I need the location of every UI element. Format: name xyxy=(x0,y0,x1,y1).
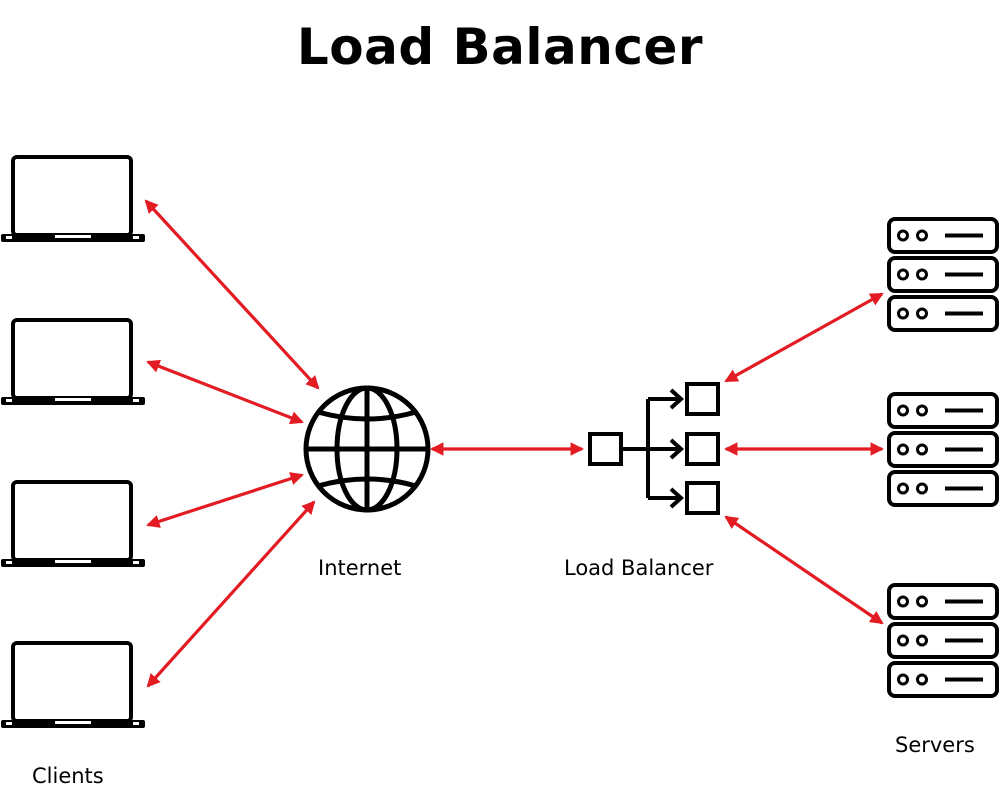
connection-arrows xyxy=(144,199,885,688)
arrow-client4-internet xyxy=(146,500,316,688)
laptop-icon xyxy=(0,155,146,244)
server-stack-icon xyxy=(887,392,999,507)
server-stack-icon xyxy=(887,583,999,698)
clients-group xyxy=(0,155,146,730)
laptop-icon xyxy=(0,641,146,730)
arrow-load-balancer-server3 xyxy=(724,515,884,625)
load-balancer-icon xyxy=(588,382,720,515)
internet-label: Internet xyxy=(318,556,402,580)
globe-icon xyxy=(303,385,431,513)
laptop-icon xyxy=(0,480,146,569)
arrow-client3-internet xyxy=(146,472,304,528)
server-stack-icon xyxy=(887,217,999,332)
arrow-client2-internet xyxy=(146,359,304,425)
laptop-icon xyxy=(0,318,146,407)
arrow-load-balancer-server1 xyxy=(724,292,884,383)
diagram-title: Load Balancer xyxy=(296,18,704,76)
load-balancer-label: Load Balancer xyxy=(564,556,714,580)
servers-label: Servers xyxy=(895,733,975,757)
clients-label: Clients xyxy=(32,764,104,788)
arrow-client1-internet xyxy=(144,199,320,390)
